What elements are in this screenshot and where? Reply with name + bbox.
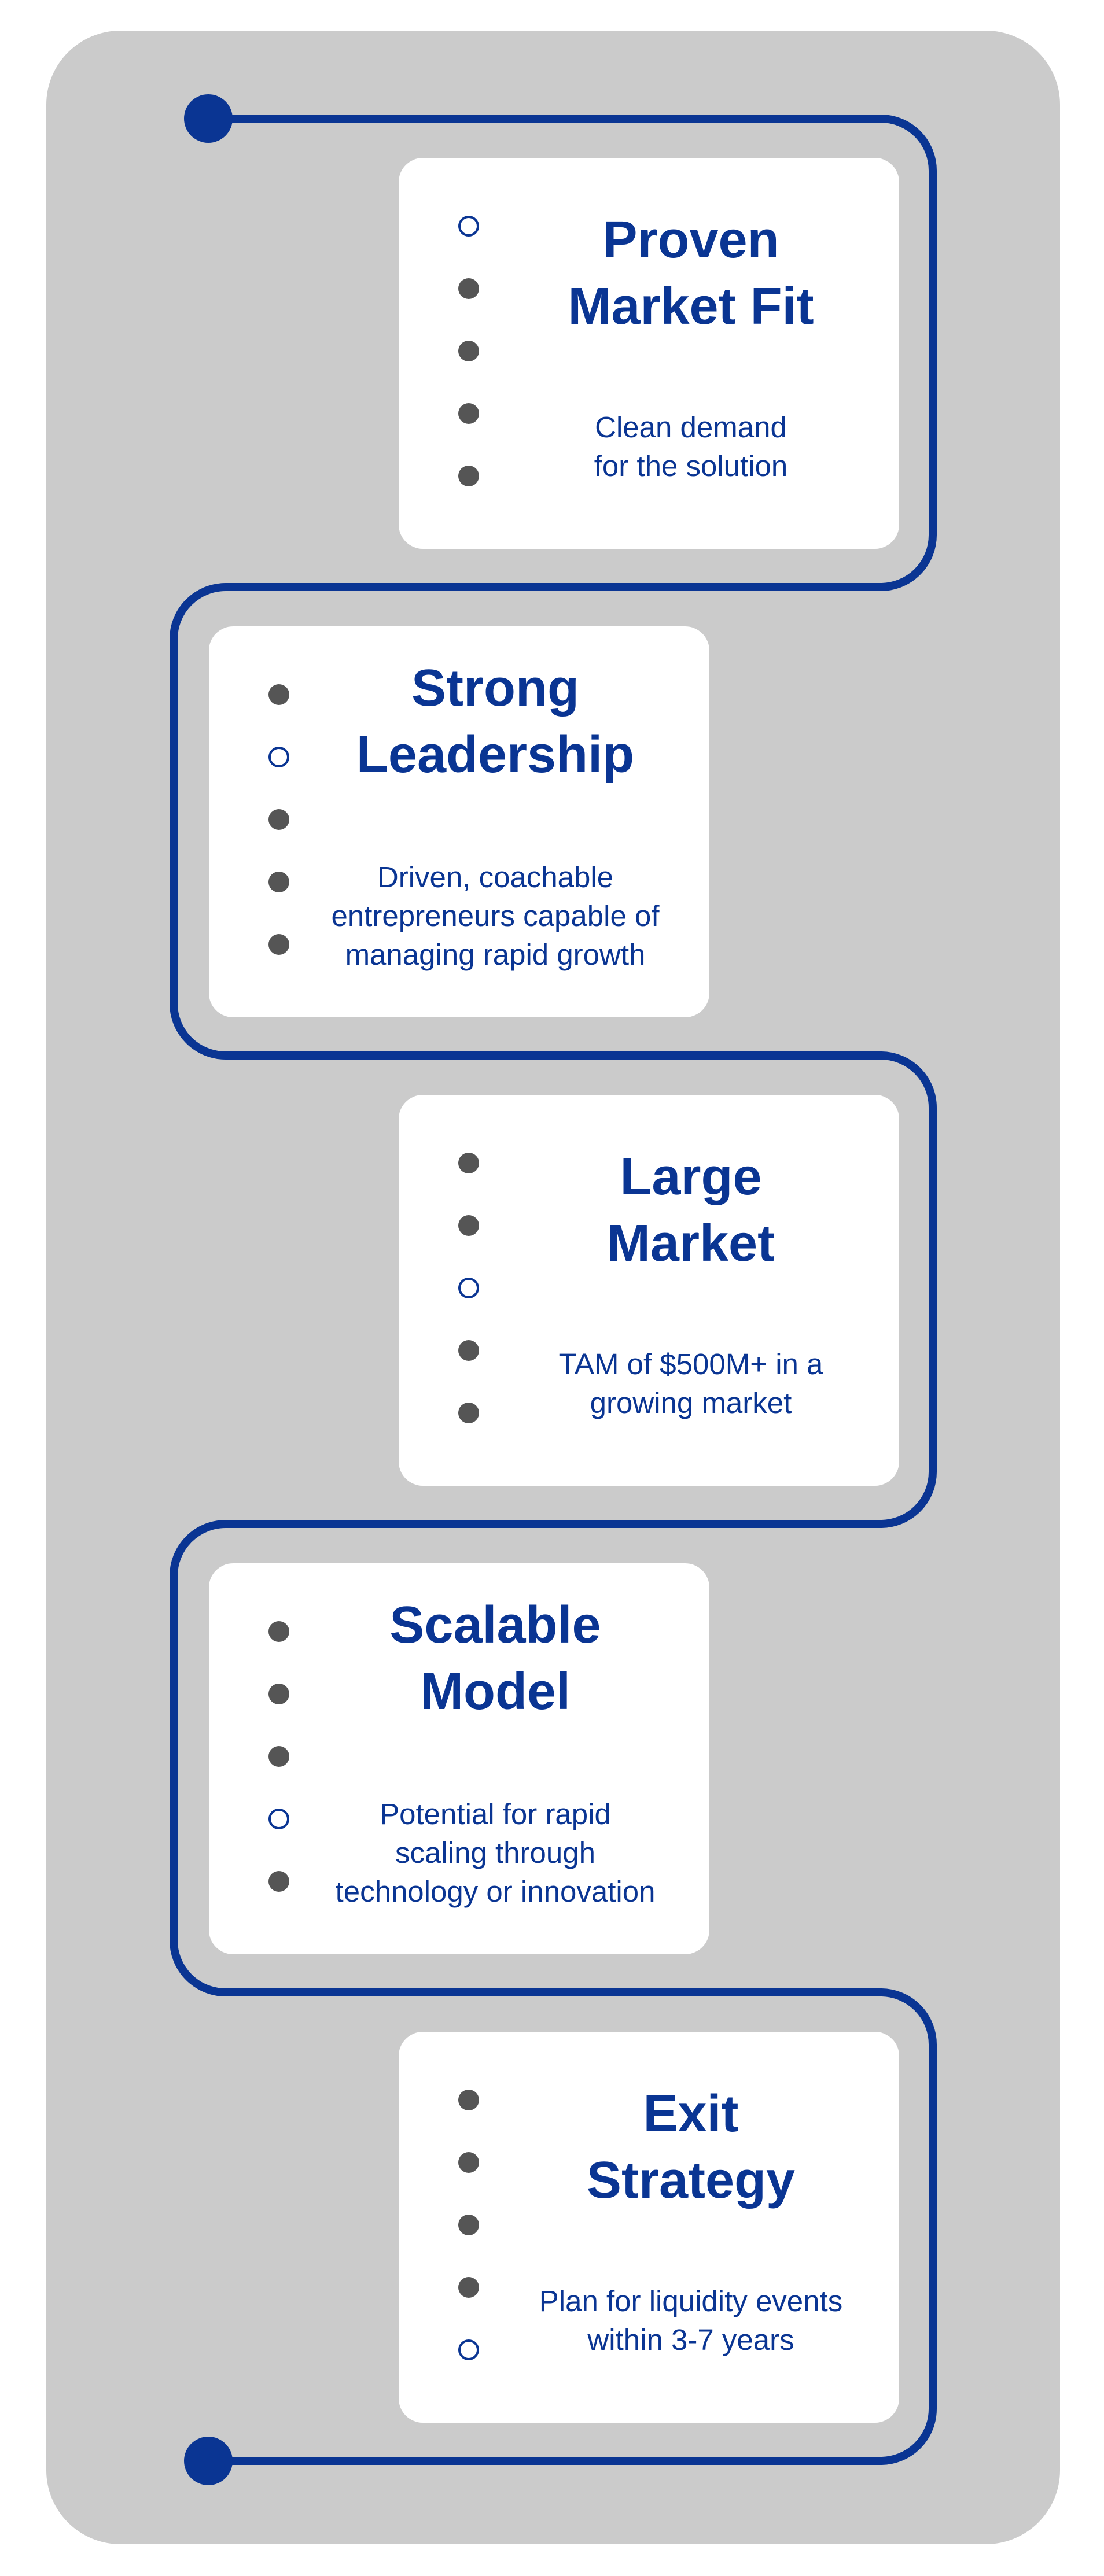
- step-card-proven-market-fit: Proven Market Fit Clean demand for the s…: [399, 158, 899, 549]
- progress-dot: [268, 872, 289, 892]
- start-node: [184, 94, 233, 143]
- progress-dot: [458, 341, 479, 361]
- progress-dot: [458, 2152, 479, 2173]
- progress-dot: [268, 1621, 289, 1642]
- progress-dot: [458, 216, 479, 237]
- progress-dot: [268, 747, 289, 767]
- step-title-line: Model: [420, 1663, 571, 1721]
- step-title-line: Exit: [643, 2085, 739, 2143]
- step-title: Proven Market Fit: [497, 207, 885, 340]
- progress-dot: [458, 1278, 479, 1298]
- step-description-line: Driven, coachable: [377, 861, 614, 894]
- step-description-line: Plan for liquidity events: [539, 2285, 843, 2317]
- step-description-line: scaling through: [395, 1836, 595, 1869]
- progress-dot: [268, 1684, 289, 1704]
- step-description-line: Potential for rapid: [380, 1798, 611, 1830]
- connector-path: [170, 115, 937, 2465]
- step-title-line: Large: [620, 1148, 762, 1206]
- progress-dot: [268, 934, 289, 955]
- step-description-line: within 3-7 years: [587, 2323, 794, 2356]
- step-description: Driven, coachable entrepreneurs capable …: [299, 858, 692, 974]
- step-description: Plan for liquidity events within 3-7 yea…: [497, 2282, 885, 2359]
- progress-dot: [458, 466, 479, 486]
- step-description-line: entrepreneurs capable of: [331, 899, 660, 932]
- progress-dot: [458, 278, 479, 299]
- progress-dot: [458, 2339, 479, 2360]
- step-title: Large Market: [497, 1144, 885, 1277]
- step-description-line: TAM of $500M+ in a: [558, 1348, 823, 1381]
- step-title-line: Leadership: [356, 726, 635, 784]
- step-description-line: technology or innovation: [335, 1875, 656, 1908]
- progress-dot: [268, 1746, 289, 1767]
- step-description-line: Clean demand: [595, 411, 787, 444]
- step-title-line: Market: [606, 1215, 775, 1272]
- step-title-line: Market Fit: [568, 278, 814, 335]
- step-description-line: for the solution: [594, 449, 788, 482]
- step-description-line: growing market: [590, 1386, 792, 1419]
- step-title-line: Strategy: [586, 2151, 796, 2209]
- progress-dot: [458, 403, 479, 424]
- progress-dot: [268, 1871, 289, 1892]
- progress-dot: [458, 2090, 479, 2110]
- step-title-line: Proven: [602, 211, 779, 269]
- end-node: [184, 2437, 233, 2485]
- progress-dot: [458, 2215, 479, 2235]
- step-description-line: managing rapid growth: [345, 938, 646, 971]
- step-title: Scalable Model: [299, 1592, 692, 1725]
- progress-dot: [268, 684, 289, 705]
- progress-dot: [458, 1153, 479, 1173]
- progress-dot: [458, 1340, 479, 1361]
- step-card-large-market: Large Market TAM of $500M+ in a growing …: [399, 1095, 899, 1486]
- step-card-strong-leadership: Strong Leadership Driven, coachable entr…: [209, 626, 709, 1017]
- progress-dot: [458, 1215, 479, 1236]
- step-card-exit-strategy: Exit Strategy Plan for liquidity events …: [399, 2032, 899, 2423]
- step-title-line: Strong: [411, 659, 579, 717]
- step-title: Strong Leadership: [299, 655, 692, 788]
- step-description: Clean demand for the solution: [497, 408, 885, 485]
- step-description: TAM of $500M+ in a growing market: [497, 1345, 885, 1422]
- progress-dot: [458, 2277, 479, 2298]
- step-title: Exit Strategy: [497, 2081, 885, 2214]
- progress-dot: [268, 1809, 289, 1829]
- step-title-line: Scalable: [389, 1596, 601, 1654]
- progress-dot: [268, 809, 289, 830]
- step-description: Potential for rapid scaling through tech…: [299, 1795, 692, 1911]
- progress-dot: [458, 1403, 479, 1423]
- step-card-scalable-model: Scalable Model Potential for rapid scali…: [209, 1563, 709, 1954]
